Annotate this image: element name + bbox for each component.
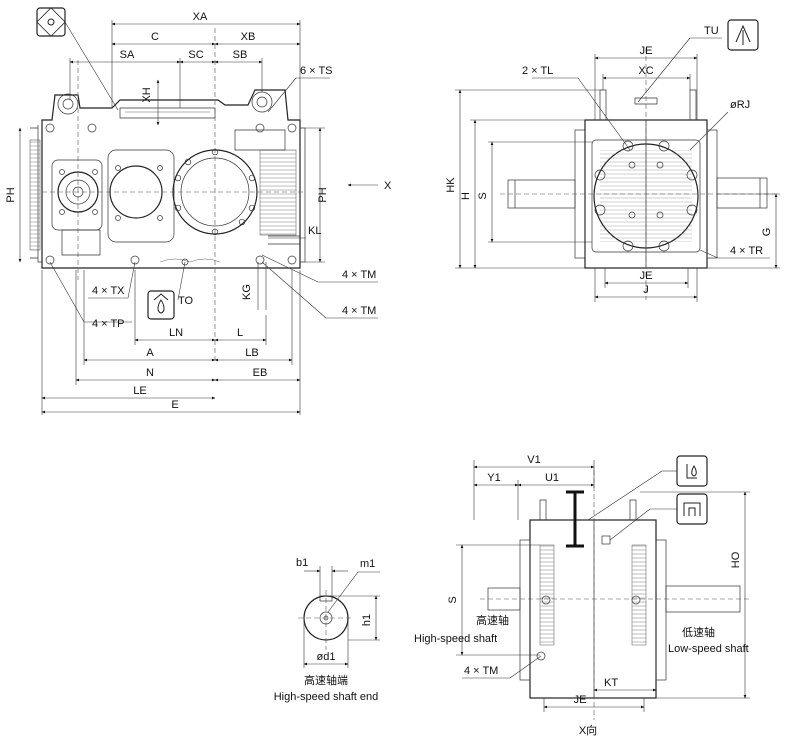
label-tm-x: 4 × TM <box>464 665 498 677</box>
dim-sa: SA <box>120 49 135 61</box>
dim-h1: h1 <box>361 614 373 626</box>
shaft-end-caption-en: High-speed shaft end <box>274 691 379 703</box>
high-speed-shaft-cn: 高速轴 <box>476 613 509 627</box>
dim-hk: HK <box>445 177 457 193</box>
dim-j: J <box>643 284 649 296</box>
label-tl: 2 × TL <box>522 65 553 77</box>
label-ts: 6 × TS <box>300 65 333 77</box>
x-direction-label: X <box>384 180 392 192</box>
dim-lb: LB <box>245 347 258 359</box>
dim-n: N <box>146 367 154 379</box>
dim-s-side: S <box>477 192 489 199</box>
drain-plug-icon <box>147 290 175 320</box>
vent-plug-icon <box>36 7 66 37</box>
dim-ln: LN <box>169 327 183 339</box>
dim-g: G <box>761 228 773 237</box>
shaft-end-caption-cn: 高速轴端 <box>304 673 348 687</box>
vent-valve-icon <box>727 19 759 51</box>
dim-ho: HO <box>730 551 742 568</box>
dim-y1: Y1 <box>487 472 500 484</box>
oil-drain-icon <box>676 493 708 525</box>
dim-xc: XC <box>638 65 653 77</box>
oil-level-icon <box>676 455 708 487</box>
dim-b1: b1 <box>296 557 308 569</box>
dim-kl: KL <box>308 225 321 237</box>
low-speed-shaft-cn: 低速轴 <box>682 625 715 639</box>
dim-m1: m1 <box>360 558 375 570</box>
dim-l: L <box>237 327 243 339</box>
label-tp: 4 × TP <box>92 318 125 330</box>
x-view-caption: X向 <box>579 723 597 737</box>
x-direction-view: V1 Y1 U1 HO S 高速轴 High-speed shaft 低速轴 L… <box>414 454 750 737</box>
shaft-end-view: b1 m1 h1 ød1 高速轴端 High-speed shaft end <box>274 557 380 703</box>
dim-je-top: JE <box>640 45 653 57</box>
dim-le: LE <box>133 385 146 397</box>
dim-sb: SB <box>233 49 248 61</box>
dim-h: H <box>460 192 472 200</box>
dim-e: E <box>171 399 178 411</box>
label-to: TO <box>178 295 194 307</box>
dim-kg: KG <box>241 284 253 300</box>
dim-je-bottom: JE <box>640 270 653 282</box>
dim-ph-right: PH <box>317 187 329 202</box>
dim-xa: XA <box>193 11 208 23</box>
dim-a: A <box>146 347 154 359</box>
dim-eb: EB <box>253 367 268 379</box>
dim-xb: XB <box>241 31 256 43</box>
dim-xh: XH <box>141 87 153 102</box>
side-view: JE XC TU 2 × TL øRJ HK H S G <box>445 19 780 302</box>
dim-d1: ød1 <box>317 651 336 663</box>
dim-s-x: S <box>447 596 459 603</box>
dim-sc: SC <box>188 49 203 61</box>
label-tx: 4 × TX <box>92 285 125 297</box>
dim-v1: V1 <box>527 454 540 466</box>
label-tu: TU <box>704 25 719 37</box>
low-speed-shaft-en: Low-speed shaft <box>668 643 749 655</box>
high-speed-shaft-en: High-speed shaft <box>414 633 497 645</box>
label-tm-upper: 4 × TM <box>342 269 376 281</box>
dim-kt: KT <box>604 677 618 689</box>
dim-ph-left: PH <box>5 187 17 202</box>
label-tr: 4 × TR <box>730 245 763 257</box>
label-tm-lower: 4 × TM <box>342 305 376 317</box>
dim-c: C <box>151 31 159 43</box>
front-view: XA C XB SA SC SB XH 6 × TS PH PH KL <box>5 7 392 415</box>
dim-u1: U1 <box>545 472 559 484</box>
label-rj: øRJ <box>730 99 750 111</box>
dim-je-x: JE <box>574 694 587 706</box>
